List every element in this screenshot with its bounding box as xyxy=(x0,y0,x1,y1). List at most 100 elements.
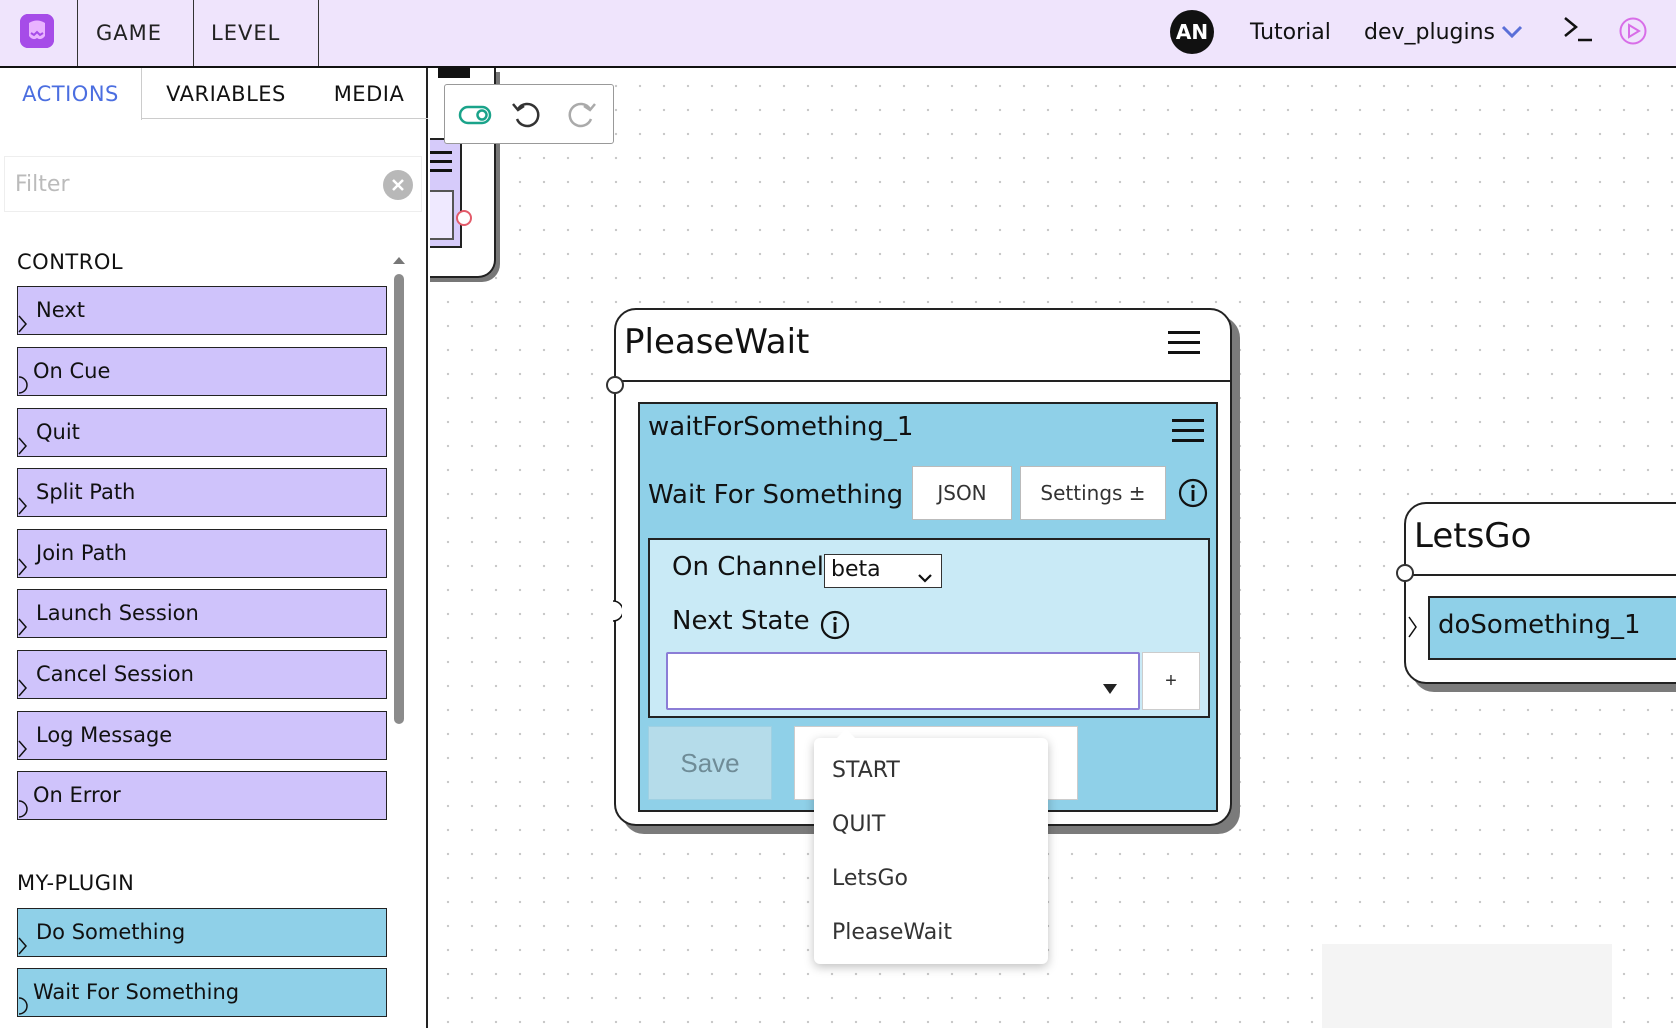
action-next[interactable]: Next xyxy=(17,286,387,335)
chevron-right-icon xyxy=(1408,616,1418,642)
next-state-combobox[interactable] xyxy=(666,652,1140,710)
action-label: Split Path xyxy=(36,480,136,504)
clear-filter-icon[interactable] xyxy=(383,170,413,200)
action-label: Wait For Something xyxy=(33,980,240,1004)
action-cancel-session[interactable]: Cancel Session xyxy=(17,650,387,699)
section-title-my-plugin: MY-PLUGIN xyxy=(17,871,135,895)
nav-game[interactable]: GAME xyxy=(96,21,163,45)
partial-action-body xyxy=(430,190,454,240)
option-pleasewait[interactable]: PleaseWait xyxy=(832,920,952,945)
toggle-view-icon[interactable] xyxy=(457,97,493,133)
tab-underline xyxy=(141,118,428,119)
hamburger-menu-icon[interactable] xyxy=(1168,330,1200,360)
nav-divider xyxy=(193,0,194,66)
hamburger-menu-icon[interactable] xyxy=(1172,418,1204,448)
action-on-error[interactable]: On Error xyxy=(17,771,387,820)
option-quit[interactable]: QUIT xyxy=(832,812,886,837)
action-label: Quit xyxy=(36,420,80,444)
action-label: Do Something xyxy=(36,920,186,944)
action-type-label: Wait For Something xyxy=(648,480,904,510)
action-label: Launch Session xyxy=(36,601,199,625)
settings-button[interactable]: Settings ± xyxy=(1020,466,1166,520)
partial-action-card[interactable] xyxy=(430,138,462,248)
graph-canvas[interactable]: PleaseWait waitForSomething_1 Wait For S… xyxy=(430,68,1676,1028)
partial-state-node[interactable] xyxy=(430,68,496,278)
action-params-panel: On Channel beta Next State + xyxy=(648,538,1210,718)
actions-panel: ACTIONS VARIABLES MEDIA CONTROL Next On … xyxy=(0,68,428,1028)
action-quit[interactable]: Quit xyxy=(17,408,387,457)
save-button[interactable]: Save xyxy=(648,726,772,800)
channel-select[interactable]: beta xyxy=(824,554,942,588)
half-circle-icon xyxy=(18,364,28,411)
input-port[interactable] xyxy=(1396,564,1414,582)
info-icon[interactable] xyxy=(820,610,850,644)
filter-box xyxy=(4,156,422,212)
project-name[interactable]: Tutorial xyxy=(1250,20,1331,45)
console-icon[interactable] xyxy=(1562,14,1594,52)
action-label: Join Path xyxy=(36,541,127,565)
action-log-message[interactable]: Log Message xyxy=(17,711,387,760)
canvas-toolbar xyxy=(444,84,614,144)
on-channel-label: On Channel xyxy=(672,552,824,582)
play-icon[interactable] xyxy=(1618,16,1648,50)
output-port[interactable] xyxy=(456,210,472,226)
half-circle-icon xyxy=(612,600,624,626)
next-state-label: Next State xyxy=(672,606,810,636)
tab-media[interactable]: MEDIA xyxy=(333,82,405,106)
action-join-path[interactable]: Join Path xyxy=(17,529,387,578)
add-state-button[interactable]: + xyxy=(1142,652,1200,710)
dropdown-triangle-icon xyxy=(1102,680,1118,699)
chevron-right-icon xyxy=(18,546,28,593)
channel-select-value: beta xyxy=(831,557,881,582)
half-circle-icon xyxy=(18,985,28,1028)
scroll-up-icon[interactable] xyxy=(392,250,406,269)
chevron-right-icon xyxy=(18,606,28,653)
undo-icon[interactable] xyxy=(509,97,545,133)
action-do-something[interactable]: Do Something xyxy=(17,908,387,957)
chevron-right-icon xyxy=(18,303,28,350)
info-icon[interactable] xyxy=(1178,478,1208,512)
nav-divider xyxy=(77,0,78,66)
chevron-down-icon[interactable] xyxy=(1500,22,1524,46)
chevron-right-icon xyxy=(18,728,28,775)
scrollbar-thumb[interactable] xyxy=(394,274,404,724)
chevron-right-icon xyxy=(18,925,28,972)
filter-input[interactable] xyxy=(15,165,375,203)
state-title: PleaseWait xyxy=(624,322,810,362)
option-start[interactable]: START xyxy=(832,758,900,783)
action-instance-name: waitForSomething_1 xyxy=(648,412,914,442)
tab-actions[interactable]: ACTIONS xyxy=(22,82,119,106)
app-logo-icon[interactable] xyxy=(20,14,54,48)
action-label: On Cue xyxy=(33,359,111,383)
half-circle-icon xyxy=(18,788,28,835)
minimap-placeholder xyxy=(1322,944,1612,1028)
next-state-dropdown: START QUIT LetsGo PleaseWait xyxy=(814,729,1048,964)
node-divider xyxy=(1406,574,1676,576)
nav-level[interactable]: LEVEL xyxy=(211,21,281,45)
redo-icon[interactable] xyxy=(563,97,599,133)
action-on-cue[interactable]: On Cue xyxy=(17,347,387,396)
action-wait-for-something[interactable]: Wait For Something xyxy=(17,968,387,1017)
action-label: Cancel Session xyxy=(36,662,194,686)
action-instance-name: doSomething_1 xyxy=(1438,610,1641,640)
action-launch-session[interactable]: Launch Session xyxy=(17,589,387,638)
option-letsgo[interactable]: LetsGo xyxy=(832,866,909,891)
json-button[interactable]: JSON xyxy=(912,466,1012,520)
action-label: Next xyxy=(36,298,85,322)
chevron-right-icon xyxy=(18,425,28,472)
action-label: Log Message xyxy=(36,723,173,747)
chevron-right-icon xyxy=(18,485,28,532)
action-card-dosomething[interactable]: doSomething_1 xyxy=(1428,596,1676,660)
action-split-path[interactable]: Split Path xyxy=(17,468,387,517)
branch-name[interactable]: dev_plugins xyxy=(1364,20,1496,45)
section-title-control: CONTROL xyxy=(17,250,124,274)
state-node-letsgo[interactable]: LetsGo doSomething_1 xyxy=(1396,502,1676,684)
avatar[interactable]: AN xyxy=(1170,10,1214,54)
nav-divider xyxy=(318,0,319,66)
hamburger-menu-icon[interactable] xyxy=(430,150,452,178)
input-port[interactable] xyxy=(606,376,624,394)
tab-divider xyxy=(141,68,142,120)
dropdown-notch xyxy=(836,729,856,739)
chevron-down-icon xyxy=(917,563,933,593)
tab-variables[interactable]: VARIABLES xyxy=(166,82,286,106)
